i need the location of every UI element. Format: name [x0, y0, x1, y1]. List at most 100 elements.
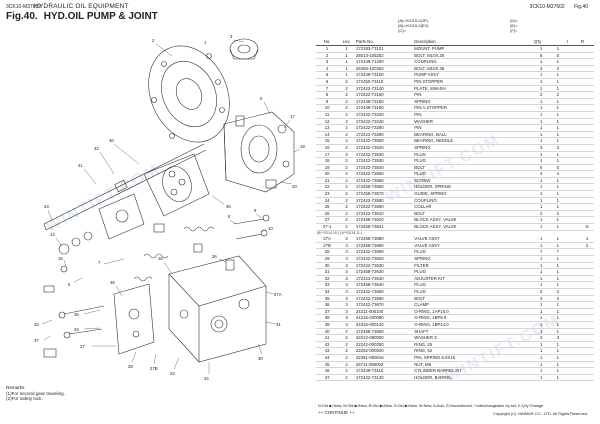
cell-description: PIN STOPPER [413, 78, 533, 86]
cell-no: 24 [316, 197, 339, 205]
cell-qty-b: 1 [549, 268, 567, 276]
cell-parts-no: 172448-73180 [354, 98, 414, 106]
cell-no: 41 [316, 334, 339, 342]
model-code: 3CK10-M37602 [6, 4, 42, 10]
cell-description: CYLINDER BARREL KIT [413, 367, 533, 375]
cell-qty-a: 1 [532, 58, 550, 66]
cell-qty-a: 1 [532, 111, 550, 119]
cell-i [566, 118, 581, 126]
qty-legend-right: (D)= (E)= (F)= [510, 18, 518, 33]
cell-no: 22 [316, 183, 339, 192]
cell-no: 12 [316, 118, 339, 126]
cell-lev: 1 [338, 58, 355, 66]
cell-parts-no: 172422-73640 [354, 275, 414, 283]
cell-no: 6 [316, 78, 339, 86]
cell-parts-no: 24315-000090 [354, 314, 414, 322]
cell-qty-a: 1 [532, 131, 550, 139]
callout-26: 26 [212, 254, 217, 259]
cell-i [566, 164, 581, 172]
cell-r [580, 197, 594, 205]
cell-qty-a: 1 [532, 190, 550, 198]
cell-qty-b: 4 [549, 170, 567, 178]
qty-legend-e: (E)= [510, 23, 518, 28]
cell-description: PLUG [413, 157, 533, 165]
callout-28: 28 [128, 364, 133, 369]
cell-qty-b: 1 [549, 223, 567, 231]
cell-r [580, 45, 594, 53]
relief-valve-housing [113, 283, 155, 355]
cell-qty-b: 1 [549, 131, 567, 139]
cell-no: 40 [316, 328, 339, 336]
cell-no: 26 [316, 210, 339, 218]
callout-22: 22 [170, 371, 175, 376]
cell-lev: 2 [338, 374, 355, 382]
cell-parts-no: 172458-73690 [354, 242, 414, 250]
cell-description: PLUG [413, 248, 533, 256]
cell-lev: 2 [338, 144, 355, 152]
cell-lev: 2 [338, 361, 355, 369]
cell-qty-a: 3 [532, 65, 550, 73]
cell-lev: 3 [338, 236, 355, 243]
cell-qty-a: 1 [532, 341, 550, 349]
cell-parts-no: 172422-73280 [354, 124, 414, 132]
cell-r [580, 288, 594, 296]
cell-parts-no: 172458-73630 [354, 268, 414, 276]
cell-qty-a: 2 [532, 288, 550, 296]
cell-no: 30 [316, 262, 339, 270]
cell-lev: 2 [338, 210, 355, 218]
cell-description: WASHER S [413, 334, 533, 342]
cell-i [566, 45, 581, 53]
cell-no: 32 [316, 275, 339, 283]
callout-30: 30 [258, 356, 263, 361]
cell-no: 34 [316, 288, 339, 296]
swash-plate [98, 193, 145, 240]
cell-no: 16 [316, 144, 339, 152]
cell-r [580, 262, 594, 270]
pump-assembly [223, 111, 295, 193]
figure-name: HYD.OIL PUMP & JOINT [43, 11, 158, 22]
cell-lev: 2 [338, 203, 355, 211]
cell-i [566, 104, 581, 112]
cell-r [580, 78, 594, 86]
parts-list-table: No. Lev. Parts No. Description Q'ty I R … [316, 38, 594, 382]
cell-qty-b: 1 [549, 361, 567, 369]
cell-description: BOLT [413, 210, 533, 218]
cell-qty-b: 1 [549, 137, 567, 145]
cell-i [566, 248, 581, 256]
cell-i [566, 111, 581, 119]
callout-15: 15 [58, 256, 63, 261]
cell-r [580, 281, 594, 289]
cell-qty-a: 8 [532, 52, 550, 60]
cell-qty-b: 1 [549, 58, 567, 66]
cell-i [566, 190, 581, 198]
cell-lev: 2 [338, 197, 355, 205]
cell-parts-no: 172422-73240 [354, 118, 414, 126]
cell-lev: 3 [338, 321, 355, 329]
cell-i [566, 65, 581, 73]
cell-qty-a: 1 [532, 78, 550, 86]
cell-i [566, 288, 581, 296]
cell-description: HOLDER, SPRING [413, 183, 533, 192]
cell-r [580, 58, 594, 66]
cell-no: 36 [316, 301, 339, 309]
cell-i [566, 124, 581, 132]
cell-lev: 2 [338, 85, 355, 93]
cell-no: 13 [316, 124, 339, 132]
cell-i [566, 347, 581, 355]
cell-lev: 1 [338, 45, 355, 53]
cell-i [566, 71, 581, 79]
cell-i [566, 262, 581, 270]
cell-description: VALVE ASSY [413, 242, 533, 250]
cell-parts-no: 172458-73680 [354, 236, 414, 243]
cell-description: VALVE ASSY [413, 236, 533, 243]
cell-description: PLUG [413, 151, 533, 159]
